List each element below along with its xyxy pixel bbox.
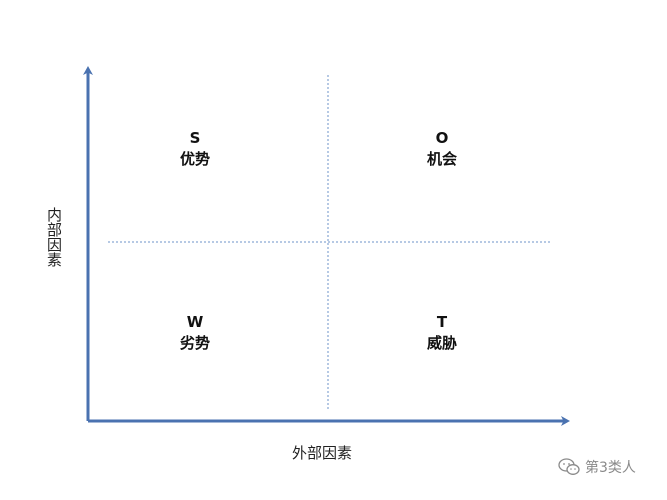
quadrant-strengths-letter: S <box>189 129 201 147</box>
quadrant-opportunities-name: 机会 <box>426 150 457 168</box>
quadrant-strengths-name: 优势 <box>179 150 210 168</box>
y-axis-label: 内部因素 <box>45 207 63 267</box>
wechat-icon <box>558 458 580 475</box>
quadrant-strengths: S 优势 <box>135 128 255 170</box>
watermark-text: 第3类人 <box>585 460 636 476</box>
quadrant-threats-letter: T <box>436 313 448 331</box>
quadrant-opportunities-letter: O <box>435 129 449 147</box>
quadrant-weaknesses-name: 劣势 <box>179 334 210 352</box>
x-axis-label: 外部因素 <box>291 444 352 462</box>
quadrant-threats: T 威胁 <box>382 312 502 354</box>
watermark: 第3类人 <box>558 454 636 480</box>
quadrant-weaknesses: W 劣势 <box>135 312 255 354</box>
quadrant-opportunities: O 机会 <box>382 128 502 170</box>
quadrant-weaknesses-letter: W <box>186 313 204 331</box>
quadrant-threats-name: 威胁 <box>426 334 457 352</box>
